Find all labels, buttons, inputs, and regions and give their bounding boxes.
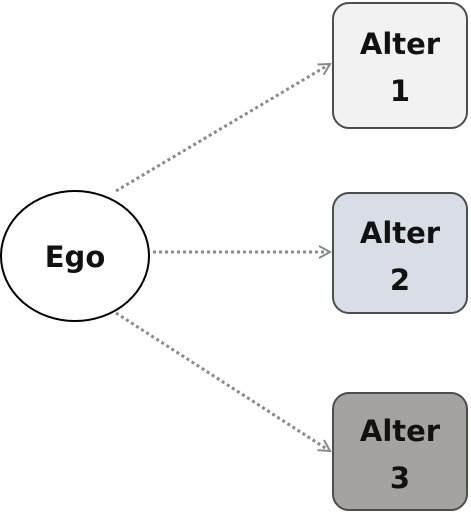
ego-label: Ego <box>45 240 106 274</box>
alter-label-2-line2: 2 <box>390 263 410 297</box>
alter-node-2: Alter 2 <box>332 192 468 314</box>
alter-node-1: Alter 1 <box>332 2 468 129</box>
ego-circle <box>0 190 150 322</box>
alter-label-3-line1: Alter <box>360 414 441 448</box>
alter-node-3: Alter 3 <box>332 392 468 511</box>
alter-label-1-line1: Alter <box>360 27 441 61</box>
alter-label-2-line1: Alter <box>360 216 441 250</box>
edge-ego-alter-3 <box>115 311 330 453</box>
alter-box-2 <box>332 192 468 314</box>
alter-box-3 <box>332 392 468 511</box>
alter-label-1-line2: 1 <box>390 74 410 108</box>
edge-ego-alter-1 <box>115 62 330 193</box>
ego-node: Ego <box>0 190 150 322</box>
alter-label-3-line2: 3 <box>390 461 410 495</box>
alter-box-1 <box>332 2 468 129</box>
